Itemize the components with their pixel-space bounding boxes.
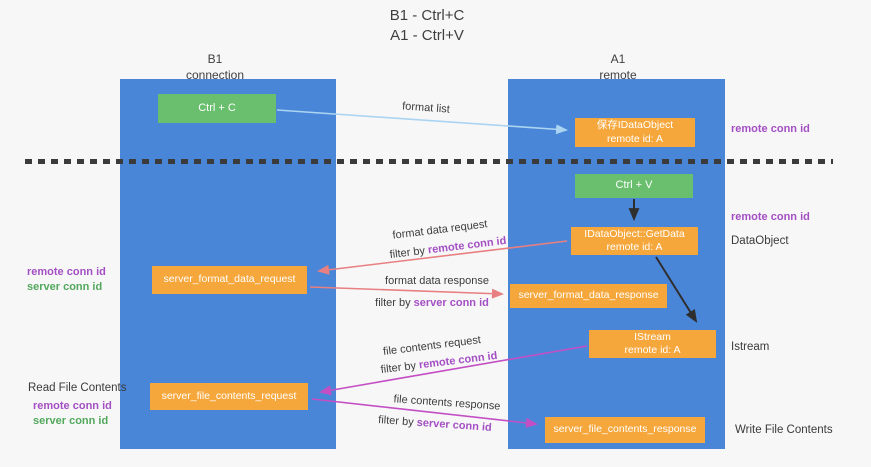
box-istream: IStream remote id: A (589, 330, 716, 358)
filter-key-remote-1: remote conn id (427, 234, 507, 257)
label-format-list: format list (401, 100, 451, 116)
label-filter-server-conn-id-2: filter by server conn id (378, 414, 492, 434)
label-read-file-contents: Read File Contents (28, 382, 127, 394)
left-remote-conn-id-top: remote conn id (27, 266, 106, 278)
box-server-format-data-response: server_format_data_response (510, 284, 667, 308)
label-dataobject: DataObject (731, 235, 789, 247)
box-server-file-contents-request: server_file_contents_request (150, 383, 308, 410)
save-idataobject-line1: 保存IDataObject (596, 119, 674, 132)
column-header-b1: B1 connection (186, 52, 244, 83)
save-idataobject-line2: remote id: A (606, 132, 664, 145)
istream-line2: remote id: A (624, 344, 681, 356)
label-format-data-response: format data response (385, 275, 489, 287)
box-idataobject-getdata: IDataObject::GetData remote id: A (571, 227, 698, 255)
title-line-2: A1 - Ctrl+V (390, 26, 464, 44)
box-server-format-data-request: server_format_data_request (152, 266, 307, 294)
column-a1-name: A1 (610, 52, 626, 66)
left-server-conn-id-bottom: server conn id (33, 415, 109, 427)
filter-prefix-2: filter by (375, 297, 411, 309)
box-ctrl-c: Ctrl + C (158, 94, 276, 123)
server-file-contents-response-label: server_file_contents_response (553, 423, 697, 436)
label-istream: Istream (731, 341, 770, 353)
page-title: B1 - Ctrl+C A1 - Ctrl+V (390, 6, 465, 45)
istream-line1: IStream (634, 330, 671, 343)
filter-key-server-1: server conn id (413, 297, 489, 309)
column-b1-name: B1 (207, 52, 223, 66)
right-remote-conn-id-top: remote conn id (731, 123, 810, 135)
filter-key-server-2: server conn id (416, 416, 493, 434)
left-remote-conn-id-bottom: remote conn id (33, 400, 112, 412)
column-b1-role: connection (185, 67, 245, 82)
ctrl-c-label: Ctrl + C (198, 101, 236, 114)
label-filter-server-conn-id-1: filter by server conn id (375, 297, 489, 309)
right-remote-conn-id-mid: remote conn id (731, 211, 810, 223)
box-save-idataobject: 保存IDataObject remote id: A (575, 118, 695, 147)
getdata-line1: IDataObject::GetData (584, 227, 685, 240)
filter-key-remote-2: remote conn id (418, 349, 498, 372)
filter-prefix-4: filter by (377, 414, 415, 429)
session-separator-dashed-line (25, 159, 833, 164)
filter-prefix-3: filter by (380, 359, 417, 377)
column-header-a1: A1 remote (599, 52, 636, 83)
title-line-1: B1 - Ctrl+C (389, 7, 465, 24)
box-ctrl-v: Ctrl + V (575, 174, 693, 198)
ctrl-v-label: Ctrl + V (615, 179, 653, 192)
filter-prefix-1: filter by (389, 244, 426, 262)
server-format-data-response-label: server_format_data_response (518, 289, 659, 302)
column-a1-role: remote (599, 67, 637, 82)
server-file-contents-request-label: server_file_contents_request (161, 389, 297, 402)
left-server-conn-id-top: server conn id (27, 281, 103, 293)
format-data-response-arrow (309, 286, 504, 299)
label-file-contents-response: file contents response (393, 393, 501, 413)
box-server-file-contents-response: server_file_contents_response (545, 417, 705, 443)
label-write-file-contents: Write File Contents (735, 424, 833, 436)
server-format-data-request-label: server_format_data_request (163, 273, 296, 286)
getdata-line2: remote id: A (606, 241, 663, 253)
